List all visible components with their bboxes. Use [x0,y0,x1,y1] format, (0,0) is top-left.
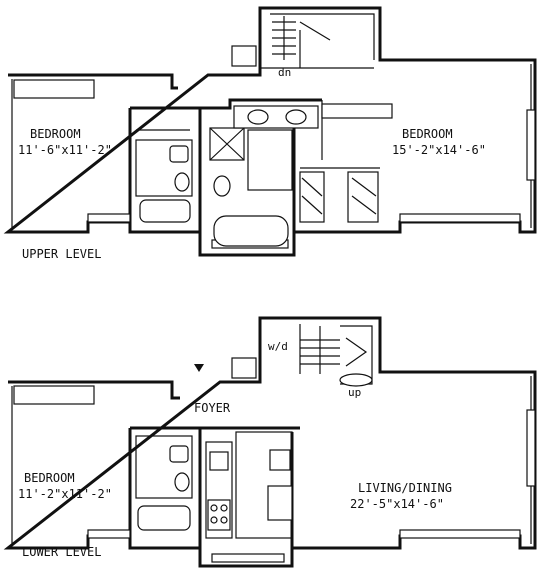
radiator-icon [231,45,257,67]
bathtub-icon [139,199,191,223]
toilet-icon [174,472,190,492]
stair-icon [300,326,368,374]
radiator-icon [13,385,95,405]
room-dims-lower-bedroom: 11'-2"x11'-2" [18,487,112,501]
tile-floor [235,431,293,539]
tile-floor [135,139,193,197]
stair-label-upper: dn [278,66,291,79]
lower-fixtures [13,326,536,563]
lower-level-label: LOWER LEVEL [22,545,101,559]
stair-label-lower: up [348,386,361,399]
window-icon [526,409,536,487]
radiator-icon [13,79,95,99]
window-icon [399,529,521,539]
room-dims-living: 22'-5"x14'-6" [350,497,444,511]
window-icon [87,529,131,539]
room-name-upper-right: BEDROOM [402,127,453,141]
room-dims-upper-right: 15'-2"x14'-6" [392,143,486,157]
sink-icon [247,109,269,125]
bathtub-icon [137,505,191,531]
tile-floor [247,129,293,191]
tile-floor [135,435,193,499]
window-icon [526,109,536,181]
kitchen-sink-icon [209,451,229,471]
window-icon [87,213,131,223]
dishwasher-icon [269,449,291,471]
laundry-label: w/d [268,340,288,353]
entry-arrow-icon [194,364,204,372]
upper-fixtures [13,16,536,249]
stair-icon [272,16,331,60]
foyer-label: FOYER [194,401,231,415]
radiator-icon [231,357,257,379]
window-icon [399,213,521,223]
room-dims-upper-left: 11'-6"x11'-2" [18,143,112,157]
radiator-icon [321,103,393,119]
room-name-living: LIVING/DINING [358,481,452,495]
bathtub-icon [213,215,289,247]
upper-level-label: UPPER LEVEL [22,247,101,261]
closet [347,171,379,223]
sink-icon [285,109,307,125]
toilet-icon [174,172,190,192]
stove-icon [207,499,231,531]
lower-level-plan [3,316,537,568]
room-name-upper-left: BEDROOM [30,127,81,141]
closet [299,171,325,223]
room-name-lower-bedroom: BEDROOM [24,471,75,485]
refrigerator-icon [267,485,293,521]
sink-icon [169,145,189,163]
toilet-icon [213,175,231,197]
sink-icon [169,445,189,463]
stair-landing [339,373,373,387]
window-icon [211,553,285,563]
